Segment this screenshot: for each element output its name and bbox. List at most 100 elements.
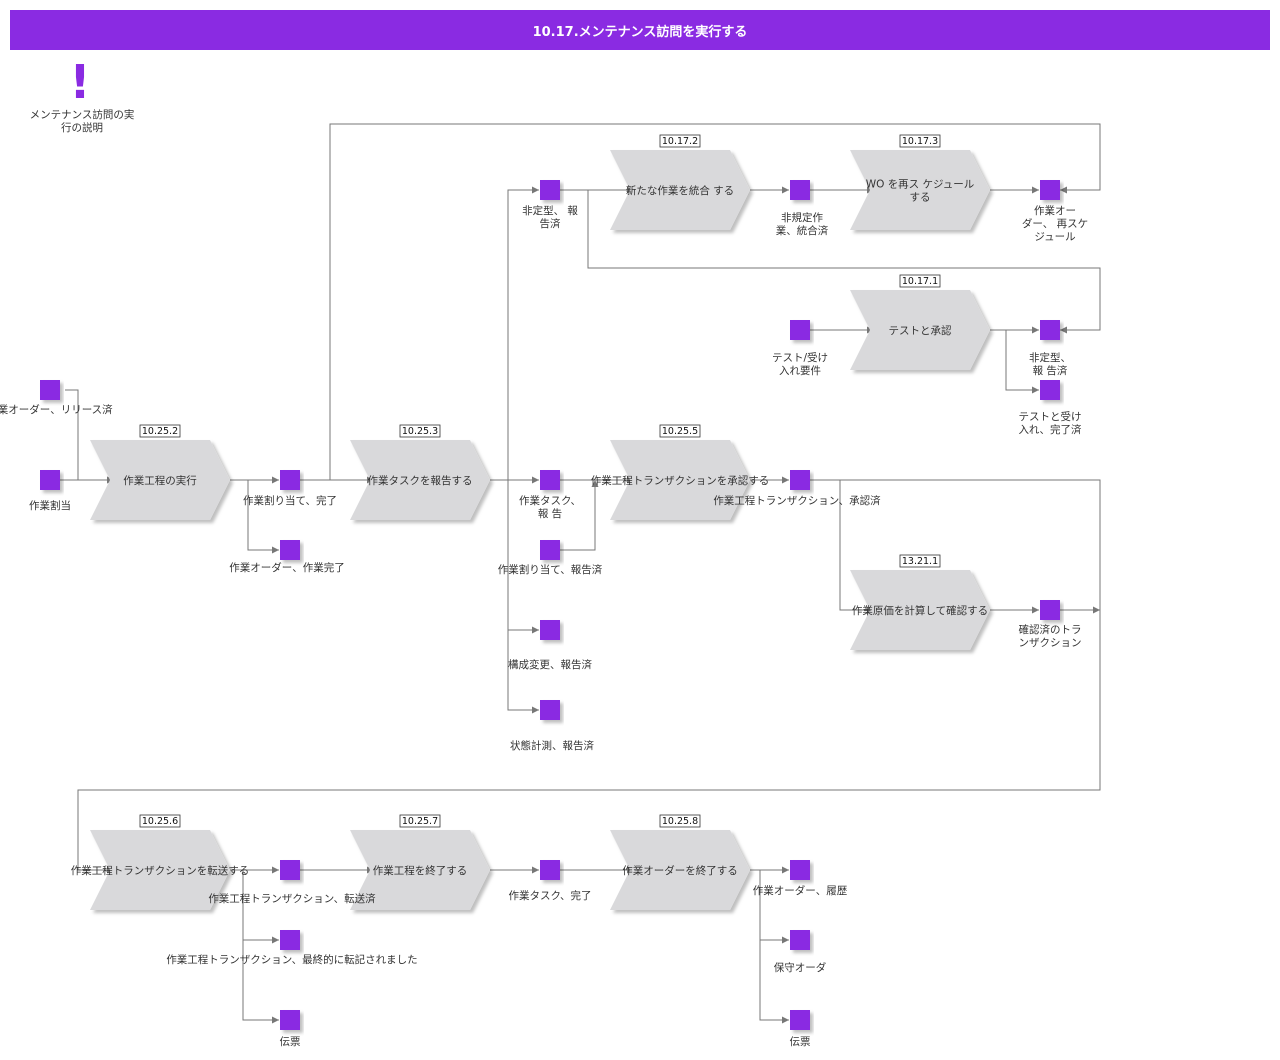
label-line: 入れ要件: [779, 365, 821, 377]
process-shape: [850, 150, 990, 230]
event-e-voucher2[interactable]: 伝票: [790, 1010, 811, 1048]
process-10-25-7[interactable]: 10.25.7 作業工程を終了する: [350, 814, 490, 910]
event-e-assign-done[interactable]: 作業割り当て、完了: [243, 470, 337, 507]
event-square: [40, 470, 60, 490]
event-e-task-done[interactable]: 作業タスク、完了: [508, 860, 592, 902]
event-e-release[interactable]: 作業オーダー、リリース済: [0, 380, 113, 416]
event-square: [280, 860, 300, 880]
connector-32: [759, 870, 789, 944]
label-line: 作業オー: [1034, 204, 1076, 217]
event-e-unreg2[interactable]: 非定型、報 告済: [1029, 320, 1071, 377]
event-square: [1040, 320, 1060, 340]
process-id: 10.25.7: [402, 816, 438, 827]
event-e-wo-hist[interactable]: 作業オーダー、履歴: [753, 860, 848, 897]
label-line: 作業タスクを報告する: [368, 474, 473, 487]
diagram-title: 10.17.メンテナンス訪問を実行する: [10, 10, 1270, 50]
event-square: [790, 860, 810, 880]
label-line: 業、統合済: [776, 224, 829, 237]
label-line: 作業タスク、: [519, 494, 581, 507]
event-square: [540, 470, 560, 490]
label-line: 作業工程トランザクションを承認する: [591, 474, 770, 487]
process-id: 10.25.8: [662, 816, 698, 827]
event-square: [540, 180, 560, 200]
event-e-config[interactable]: 構成変更、報告済: [508, 620, 592, 671]
label-line: 作業オーダーを終了する: [622, 864, 738, 877]
label-line: 保守オーダ: [774, 961, 827, 974]
event-e-assign-rep[interactable]: 作業割り当て、報告済: [498, 540, 603, 576]
label-line: 作業工程を終了する: [373, 864, 468, 877]
event-e-trx-post[interactable]: 作業工程トランザクション、転送済: [208, 860, 376, 905]
event-square: [540, 860, 560, 880]
process-10-17-1[interactable]: 10.17.1 テストと承認: [850, 274, 990, 370]
process-id: 10.25.5: [662, 426, 698, 437]
label-line: 構成変更、報告済: [508, 658, 592, 671]
note-text: メンテナンス訪問の実: [30, 108, 135, 121]
connector-22: [839, 480, 874, 614]
event-e-wo-done[interactable]: 作業オーダー、作業完了: [229, 540, 345, 574]
process-10-25-5[interactable]: 10.25.5 作業工程トランザクションを承認する: [591, 424, 770, 520]
connector-26: [242, 870, 279, 944]
event-square: [280, 540, 300, 560]
connector-27: [242, 870, 279, 1024]
process-id-box: [659, 134, 701, 148]
exclamation-icon: !: [70, 55, 91, 109]
process-shape: [610, 150, 750, 230]
label-line: テストと承認: [889, 324, 952, 337]
label-line: 確認済のトラ: [1019, 623, 1082, 636]
label-line: 作業割当: [29, 499, 71, 512]
event-square: [790, 180, 810, 200]
event-square: [280, 930, 300, 950]
connector-19: [560, 480, 599, 551]
process-shape: [90, 830, 230, 910]
label-line: ダー、 再スケ: [1022, 217, 1088, 230]
event-e-condition[interactable]: 状態計測、報告済: [510, 700, 594, 752]
process-shape: [350, 830, 490, 910]
event-square: [540, 700, 560, 720]
label-line: 作業割り当て、完了: [243, 494, 337, 507]
label-line: 報 告済: [1033, 364, 1068, 377]
label-line: 新たな作業を統合 する: [626, 184, 734, 197]
process-id-box: [659, 814, 701, 828]
event-e-trx-appr[interactable]: 作業工程トランザクション、承認済: [713, 470, 881, 507]
process-id: 10.17.2: [662, 136, 698, 147]
event-square: [280, 1010, 300, 1030]
label-line: 作業工程トランザクション、最終的に転記されました: [166, 953, 417, 966]
process-10-17-2[interactable]: 10.17.2 新たな作業を統合 する: [610, 134, 750, 230]
process-10-25-8[interactable]: 10.25.8 作業オーダーを終了する: [610, 814, 750, 910]
process-id: 10.25.2: [142, 426, 178, 437]
event-square: [790, 470, 810, 490]
label-line: 作業工程トランザクション、承認済: [713, 494, 881, 507]
process-id: 10.17.1: [902, 276, 938, 287]
event-e-trx-final[interactable]: 作業工程トランザクション、最終的に転記されました: [166, 930, 418, 966]
event-square: [1040, 380, 1060, 400]
event-e-task-rep[interactable]: 作業タスク、報 告: [519, 470, 581, 520]
event-e-assign[interactable]: 作業割当: [29, 470, 71, 512]
process-shape: [610, 440, 750, 520]
label-line: WO を再ス ケジュール: [866, 179, 975, 191]
label-line: 作業オーダー、作業完了: [229, 561, 344, 574]
label-line: 非規定作: [781, 211, 823, 224]
event-e-maint-order[interactable]: 保守オーダ: [774, 930, 827, 974]
process-shape: [850, 570, 990, 650]
label-line: 作業工程トランザクション、転送済: [208, 892, 376, 905]
event-e-voucher1[interactable]: 伝票: [280, 1010, 301, 1048]
label-line: 作業工程トランザクションを転送する: [71, 864, 250, 877]
label-line: 伝票: [280, 1036, 301, 1048]
event-e-unreg[interactable]: 非定型、 報告済: [522, 180, 578, 230]
event-square: [790, 930, 810, 950]
process-id: 13.21.1: [902, 556, 938, 567]
process-id-box: [899, 554, 941, 568]
